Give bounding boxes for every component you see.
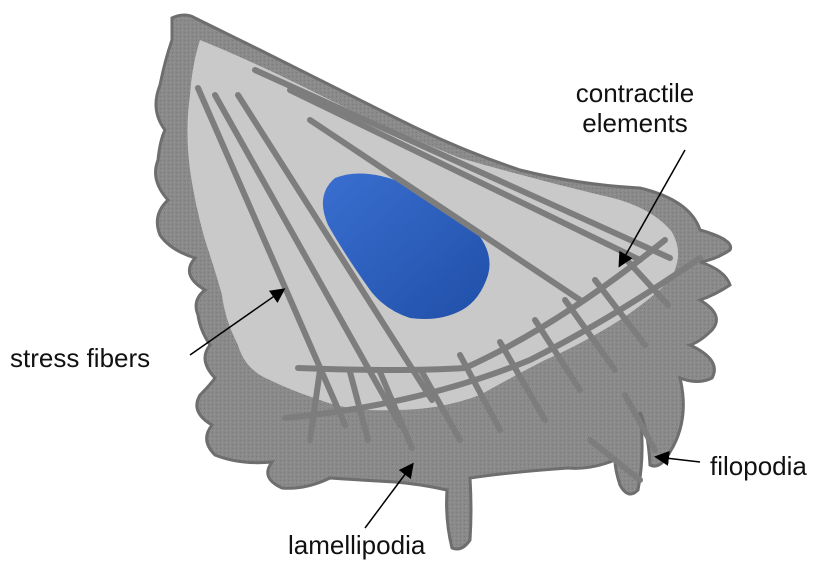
- contractile-label-line1: contractile: [560, 78, 710, 108]
- lamellipodia-label: lamellipodia: [288, 530, 425, 560]
- contractile-elements-label: contractile elements: [560, 78, 710, 138]
- contractile-label-line2: elements: [560, 108, 710, 138]
- stress-fibers-label: stress fibers: [10, 343, 150, 373]
- filopodia-label: filopodia: [710, 451, 807, 481]
